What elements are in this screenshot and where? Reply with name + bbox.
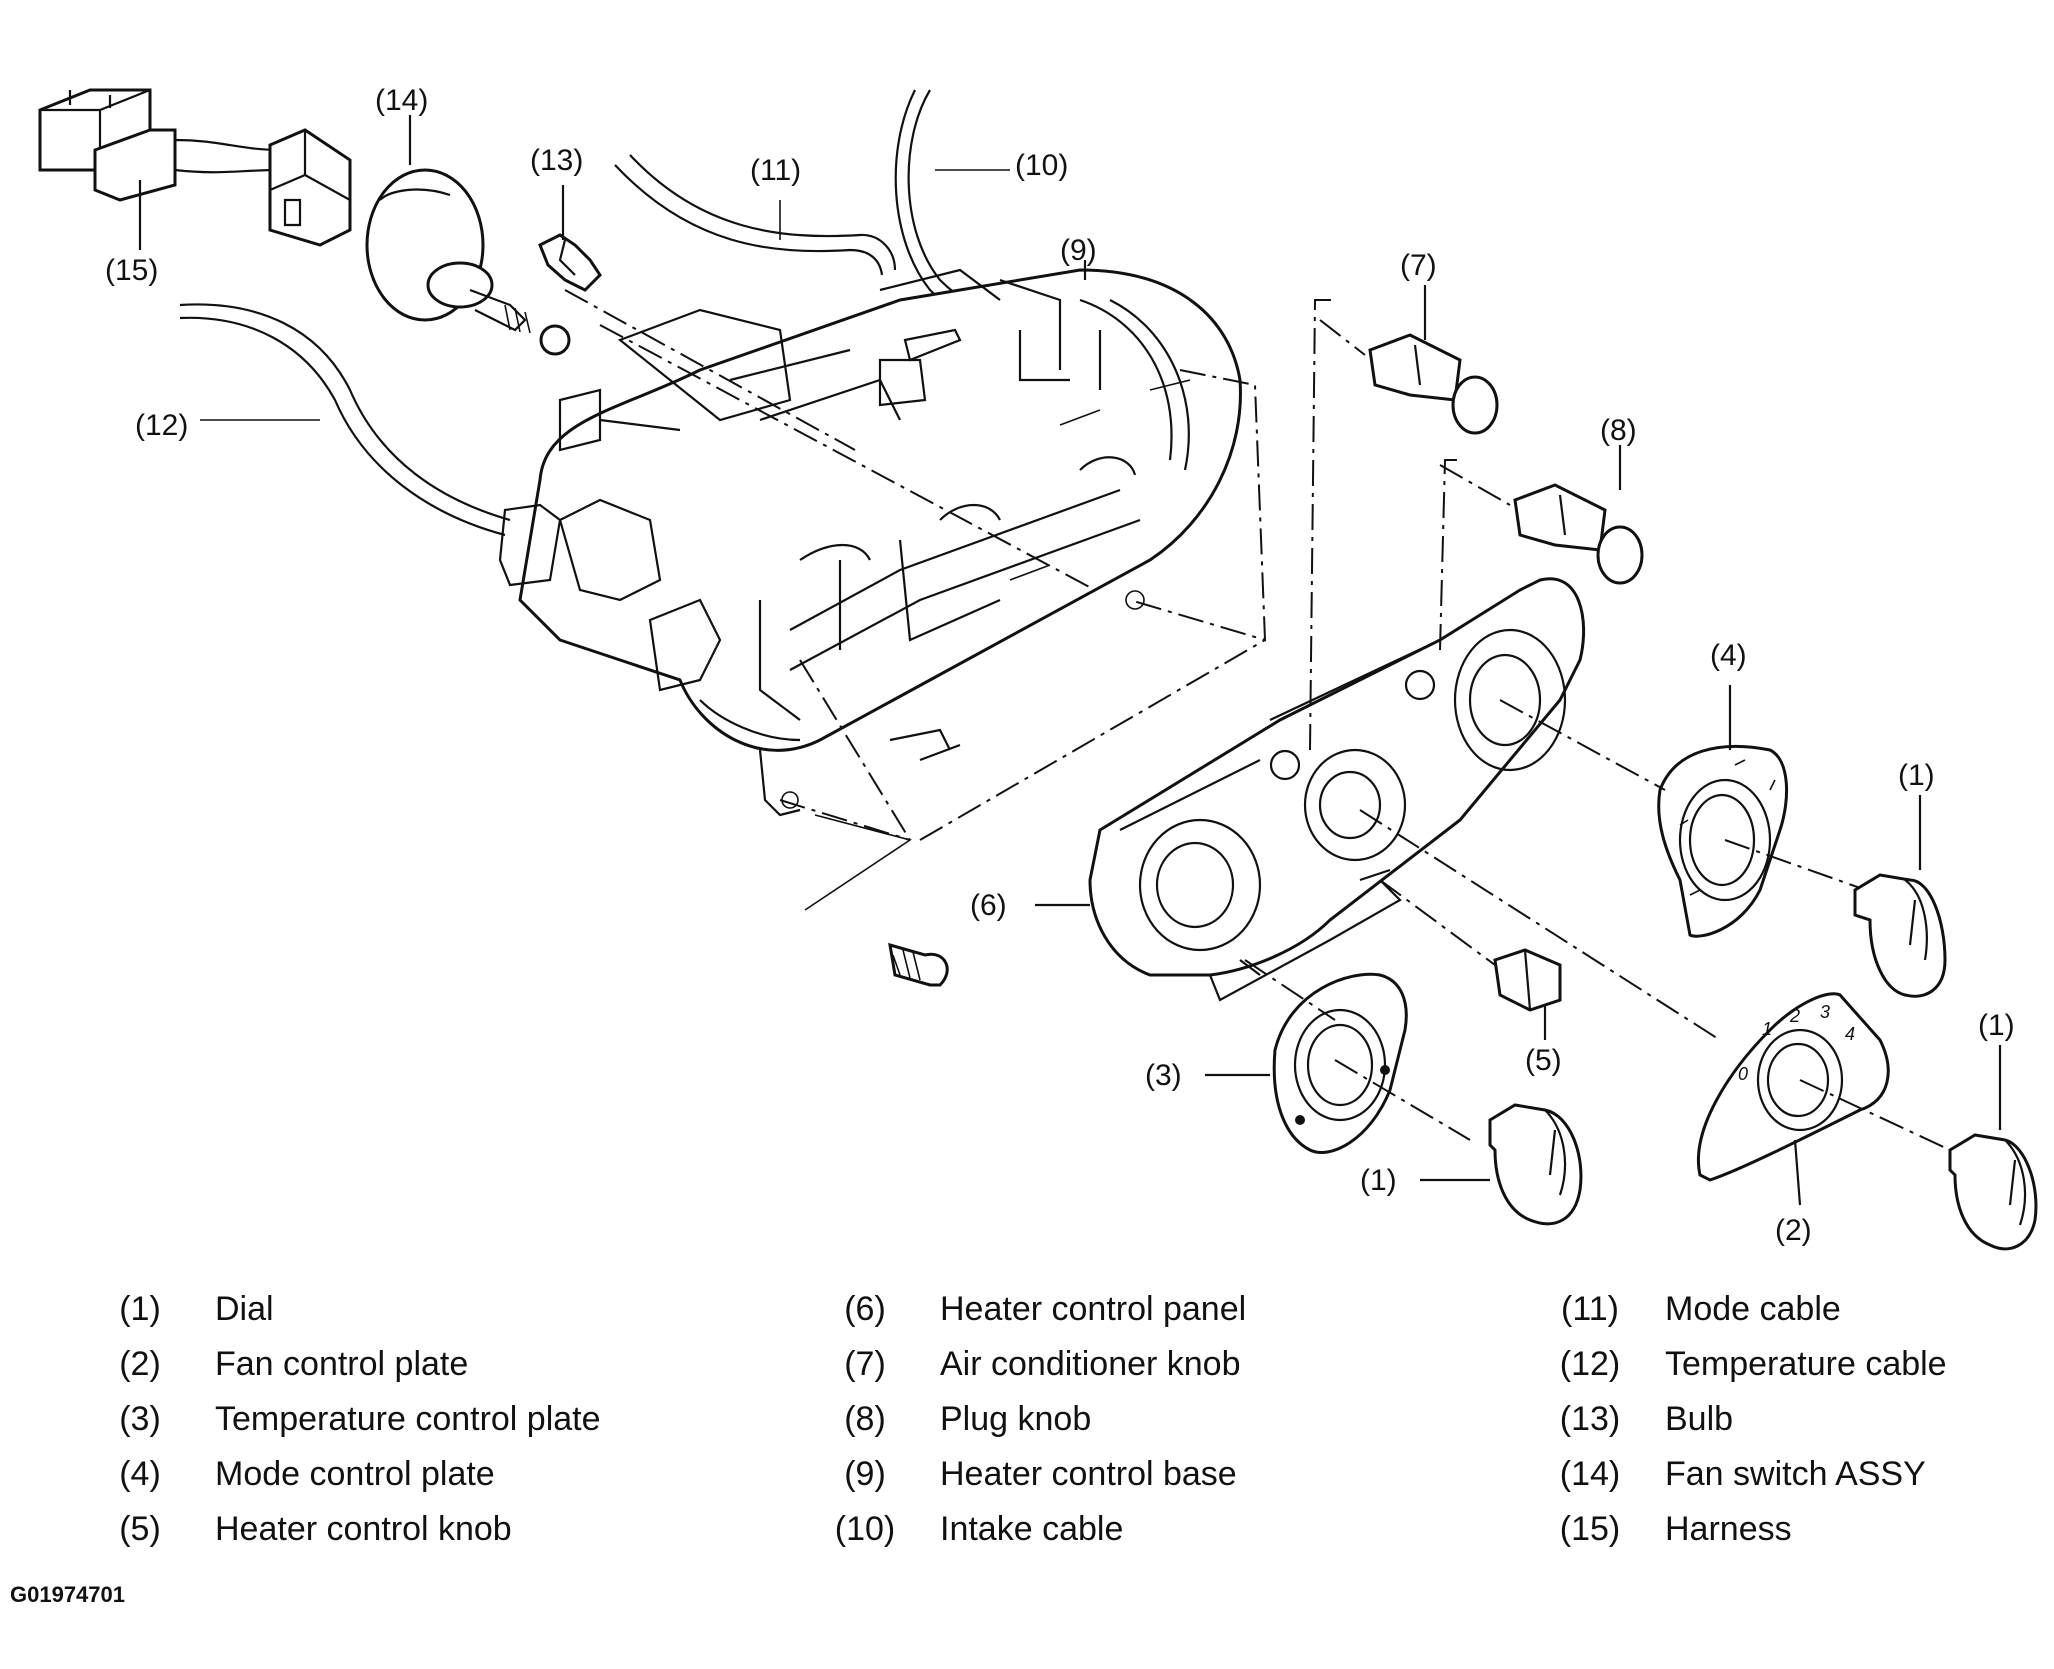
mode-cable xyxy=(629,154,897,271)
callout-7: (7) xyxy=(1400,249,1437,282)
legend-label: Fan control plate xyxy=(215,1345,469,1383)
legend-number: (12) xyxy=(1559,1345,1621,1383)
legend-label: Temperature control plate xyxy=(215,1400,601,1438)
legend-number: (1) xyxy=(119,1290,161,1328)
exploded-parts-diagram: 1 2 3 4 0 (14) (13) (11) (10) (9) (15) (… xyxy=(38,84,2038,1251)
legend-label: Temperature cable xyxy=(1665,1345,1947,1383)
dial-part-b xyxy=(1420,1103,1583,1226)
legend-label: Dial xyxy=(215,1290,274,1328)
screw-part xyxy=(888,942,949,987)
legend-label: Heater control knob xyxy=(215,1510,512,1548)
bulb-part xyxy=(538,185,602,292)
fan-mark-0: 0 xyxy=(1738,1064,1748,1084)
callout-8: (8) xyxy=(1600,414,1637,447)
legend-label: Heater control panel xyxy=(940,1290,1247,1328)
callout-2: (2) xyxy=(1775,1214,1812,1247)
callout-1-a: (1) xyxy=(1898,759,1935,792)
dial-part-c xyxy=(1948,1045,2038,1251)
legend-number: (7) xyxy=(844,1345,886,1383)
heater-control-panel-part xyxy=(1035,299,1586,1002)
cables xyxy=(179,89,1010,537)
legend-number: (2) xyxy=(119,1345,161,1383)
legend-number: (11) xyxy=(1561,1290,1619,1328)
legend-label: Mode cable xyxy=(1665,1290,1841,1328)
fan-mark-3: 3 xyxy=(1820,1002,1830,1022)
heater-control-base-part xyxy=(498,260,1242,817)
callout-4: (4) xyxy=(1710,639,1747,672)
fan-mark-2: 2 xyxy=(1789,1006,1800,1026)
callout-15: (15) xyxy=(105,254,158,287)
legend-number: (9) xyxy=(844,1455,886,1493)
heater-control-knob-part xyxy=(1379,879,1562,1040)
legend-label: Air conditioner knob xyxy=(940,1345,1241,1383)
legend-label: Harness xyxy=(1665,1510,1792,1548)
legend-label: Fan switch ASSY xyxy=(1665,1455,1926,1493)
legend-number: (13) xyxy=(1559,1400,1621,1438)
legend-number: (4) xyxy=(119,1455,161,1493)
mode-control-plate-part xyxy=(1499,685,1881,938)
legend-number: (14) xyxy=(1559,1455,1621,1493)
callout-13: (13) xyxy=(530,144,583,177)
legend-label: Bulb xyxy=(1665,1400,1734,1438)
fan-mark-1: 1 xyxy=(1762,1019,1772,1039)
legend-number: (10) xyxy=(834,1510,896,1548)
legend-number: (8) xyxy=(844,1400,886,1438)
assembly-leaders xyxy=(564,289,1267,911)
mode-cable-inner xyxy=(614,164,884,276)
callout-10: (10) xyxy=(1015,149,1068,182)
legend-label: Intake cable xyxy=(940,1510,1124,1548)
figure-code: G01974701 xyxy=(10,1582,125,1607)
legend-number: (5) xyxy=(119,1510,161,1548)
legend-label: Plug knob xyxy=(940,1400,1092,1438)
callout-1-b: (1) xyxy=(1360,1164,1397,1197)
callout-6: (6) xyxy=(970,889,1007,922)
legend-number: (3) xyxy=(119,1400,161,1438)
fan-control-plate-part: 1 2 3 4 0 xyxy=(1359,809,1951,1206)
air-conditioner-knob-part xyxy=(1319,285,1499,435)
fan-switch-assy-part xyxy=(365,115,571,356)
fan-mark-4: 4 xyxy=(1845,1024,1855,1044)
harness-part xyxy=(38,88,352,250)
parts-legend: (1) Dial (2) Fan control plate (3) Tempe… xyxy=(0,1290,2054,1570)
callout-14: (14) xyxy=(375,84,428,117)
callout-9: (9) xyxy=(1060,234,1097,267)
temperature-control-plate-part xyxy=(1205,959,1471,1154)
plug-knob-part xyxy=(1439,445,1644,585)
callout-12: (12) xyxy=(135,409,188,442)
callout-1-c: (1) xyxy=(1978,1009,2015,1042)
temperature-cable-inner xyxy=(179,316,506,537)
legend-label: Heater control base xyxy=(940,1455,1237,1493)
legend-number: (15) xyxy=(1559,1510,1621,1548)
callout-3: (3) xyxy=(1145,1059,1182,1092)
callout-11: (11) xyxy=(750,154,801,187)
dial-part-a xyxy=(1853,795,1947,998)
legend-label: Mode control plate xyxy=(215,1455,495,1493)
callout-labels: (14) (13) (11) (10) (9) (15) (12) (7) (8… xyxy=(105,84,2015,1247)
temperature-cable xyxy=(179,303,511,522)
callout-5: (5) xyxy=(1525,1044,1562,1077)
legend-number: (6) xyxy=(844,1290,886,1328)
